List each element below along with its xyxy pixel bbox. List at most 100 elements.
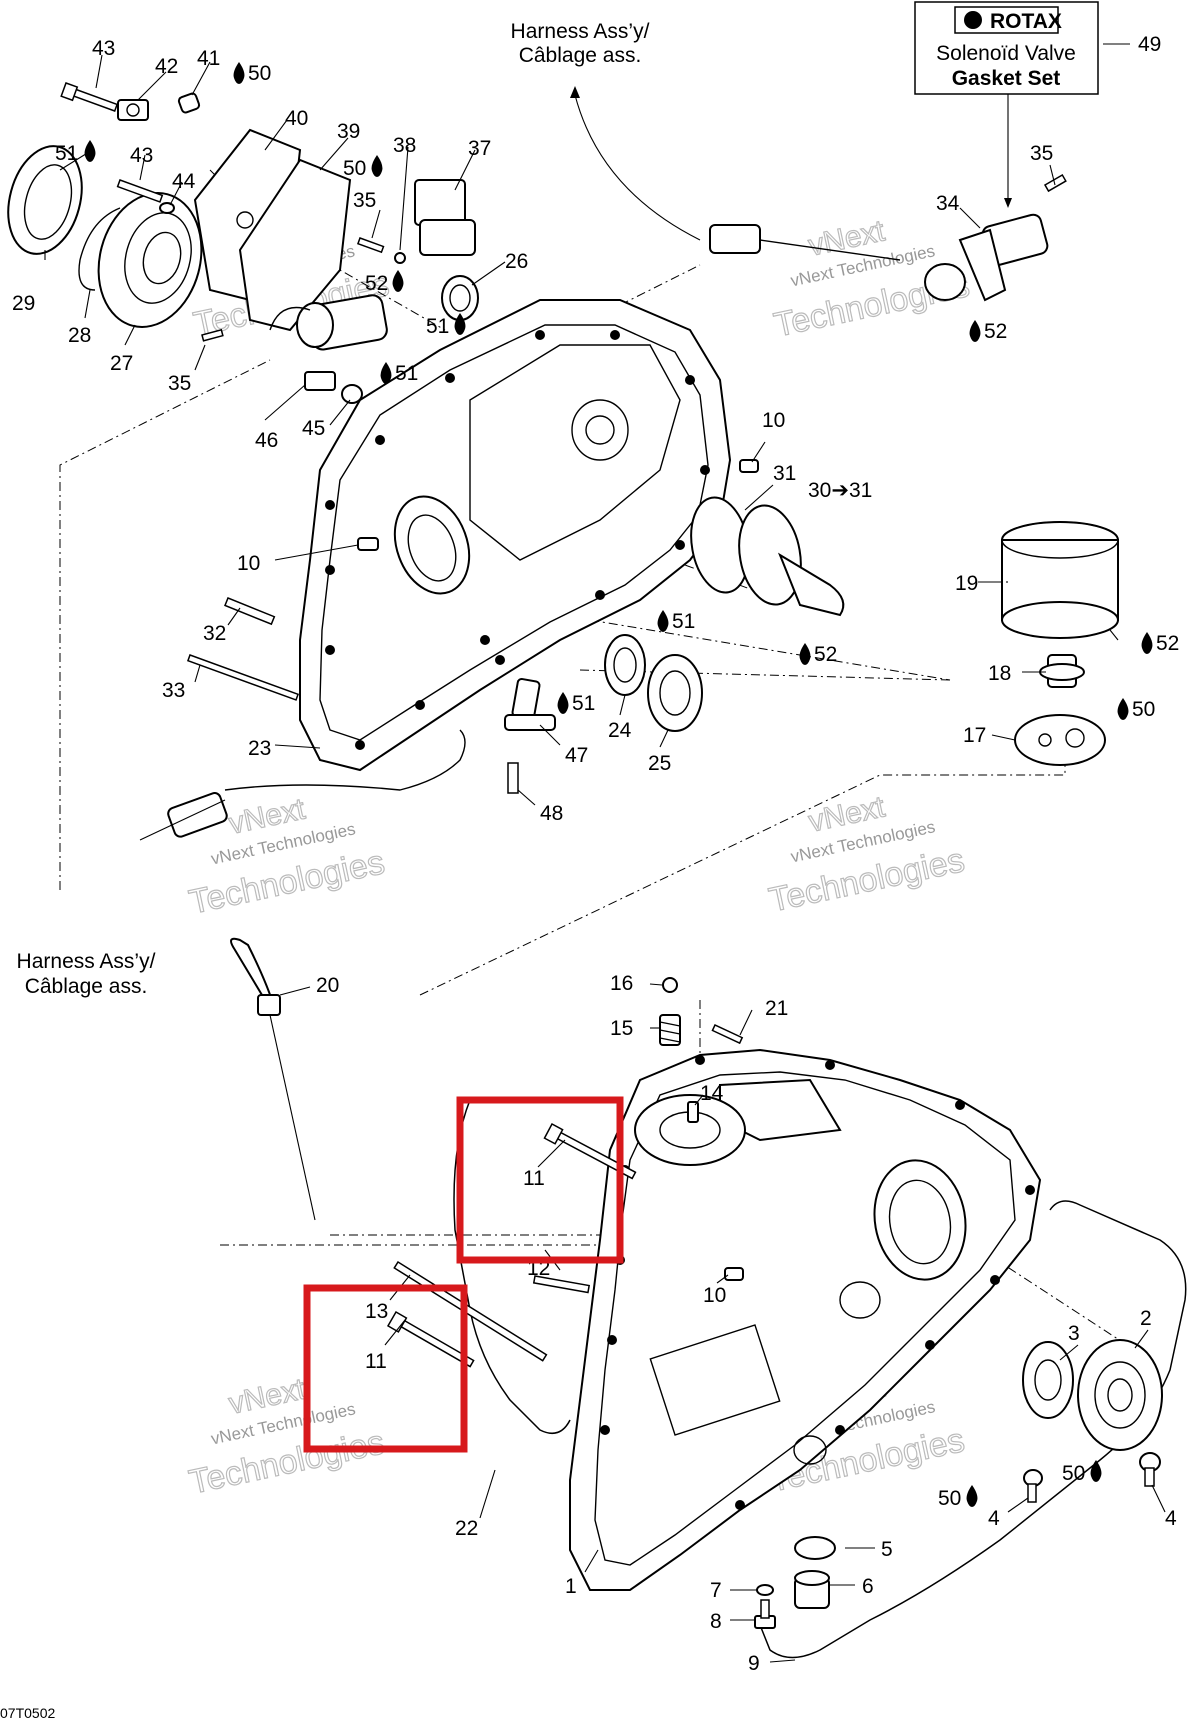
washer-44 xyxy=(159,202,175,214)
svg-text:51: 51 xyxy=(672,610,695,633)
bracket-42 xyxy=(117,99,149,121)
solenoid-34 xyxy=(924,213,1049,302)
svg-text:52: 52 xyxy=(984,320,1007,343)
bolt-11-lower xyxy=(386,1310,475,1368)
oil-drop-icon xyxy=(657,610,669,632)
svg-text:52: 52 xyxy=(365,272,388,295)
kit-line2: Gasket Set xyxy=(952,67,1061,90)
callout-11-lower: 11 xyxy=(365,1350,387,1373)
washer-7 xyxy=(756,1584,774,1596)
callout-30-31: 30➔31 xyxy=(808,479,872,502)
highlight-box-upper xyxy=(456,1096,624,1264)
case-cover-23 xyxy=(299,299,732,772)
callout-8: 8 xyxy=(710,1610,722,1633)
lube-mark-51: 51 xyxy=(380,362,418,385)
callout-31: 31 xyxy=(773,462,796,485)
harness-top-line1: Harness Ass’y/ xyxy=(511,20,650,43)
lube-mark-52: 52 xyxy=(969,320,1007,343)
callout-4-left: 4 xyxy=(988,1507,1000,1530)
bolt-35-left xyxy=(201,328,224,342)
bolt-11-upper xyxy=(543,1122,637,1180)
oil-drop-icon xyxy=(969,320,981,342)
lube-mark-52: 52 xyxy=(365,270,404,295)
oil-drop-icon xyxy=(557,692,569,714)
oil-seal-29 xyxy=(7,145,83,255)
bearing-25 xyxy=(647,654,703,732)
kit-line1: Solenoïd Valve xyxy=(936,42,1076,65)
callout-17: 17 xyxy=(963,724,986,747)
callout-27: 27 xyxy=(110,352,133,375)
svg-text:51: 51 xyxy=(55,142,78,165)
callout-15: 15 xyxy=(610,1017,633,1040)
case-cover-bolt-holes xyxy=(325,330,710,750)
pin-10-top xyxy=(739,459,759,473)
callout-45: 45 xyxy=(302,417,325,440)
oil-drop-icon xyxy=(371,155,383,177)
washer-38 xyxy=(394,252,406,264)
callout-20: 20 xyxy=(316,974,339,997)
highlight-box-lower xyxy=(303,1284,468,1453)
bolt-4-right xyxy=(1139,1452,1161,1487)
lube-mark-51: 51 xyxy=(55,140,96,165)
seal-3 xyxy=(1022,1341,1074,1419)
solenoid-valve xyxy=(269,294,388,351)
lube-mark-50: 50 xyxy=(233,62,271,85)
callout-9: 9 xyxy=(748,1652,760,1675)
leader-lines xyxy=(44,54,1166,1663)
oil-drop-icon xyxy=(799,643,811,665)
oring-5 xyxy=(794,1536,836,1560)
lube-mark-50: 50 xyxy=(343,155,383,180)
oil-drop-icon xyxy=(233,62,245,84)
highlight-boxes xyxy=(303,1096,624,1453)
callout-28: 28 xyxy=(68,324,91,347)
lube-mark-50: 50 xyxy=(1062,1460,1102,1485)
pin-10-mid xyxy=(357,537,379,551)
lube-mark-52: 52 xyxy=(799,643,837,666)
bolt-43-top xyxy=(60,82,119,112)
oil-drop-icon xyxy=(454,313,466,335)
svg-text:52: 52 xyxy=(1156,632,1179,655)
svg-text:51: 51 xyxy=(395,362,418,385)
lube-mark-51: 51 xyxy=(557,692,595,715)
callout-35-right: 35 xyxy=(1030,142,1053,165)
gasket-39 xyxy=(238,158,352,332)
bearing-2 xyxy=(1077,1339,1163,1451)
callout-39: 39 xyxy=(337,120,360,143)
callout-29: 29 xyxy=(12,292,35,315)
oil-drop-icon xyxy=(1117,698,1129,720)
lube-mark-50: 50 xyxy=(938,1485,978,1510)
callout-40: 40 xyxy=(285,107,308,130)
oil-drop-icon xyxy=(1141,632,1153,654)
svg-text:51: 51 xyxy=(572,692,595,715)
oil-drop-icon xyxy=(1090,1460,1102,1482)
callout-35-left: 35 xyxy=(168,372,191,395)
svg-text:52: 52 xyxy=(814,643,837,666)
callout-18: 18 xyxy=(988,662,1011,685)
sensor-37 xyxy=(414,179,476,256)
solenoid-gasket-kit-box: ROTAX Solenoïd Valve Gasket Set xyxy=(914,1,1130,208)
sensor-47 xyxy=(504,678,556,731)
callout-42: 42 xyxy=(155,55,178,78)
svg-text:50: 50 xyxy=(248,62,271,85)
callout-7: 7 xyxy=(710,1579,722,1602)
harness-label-top: Harness Ass’y/ Câblage ass. xyxy=(511,20,650,67)
lube-mark-50: 50 xyxy=(1117,698,1155,721)
callout-49: 49 xyxy=(1138,33,1161,56)
bolt-12 xyxy=(532,1275,591,1294)
pin-10-lower xyxy=(724,1267,744,1281)
sensor-46 xyxy=(304,371,363,404)
callout-35-solenoid: 35 xyxy=(353,189,376,212)
callout-19: 19 xyxy=(955,572,978,595)
bolt-43-mid xyxy=(116,179,164,203)
callout-25: 25 xyxy=(648,752,671,775)
harness-left-line2: Câblage ass. xyxy=(25,975,148,998)
callout-34: 34 xyxy=(936,192,960,215)
callout-43-top: 43 xyxy=(92,37,115,60)
gasket-22 xyxy=(453,1099,571,1435)
bolt-33 xyxy=(186,654,300,701)
lube-mark-52: 52 xyxy=(1141,632,1179,655)
callout-26: 26 xyxy=(505,250,528,273)
callout-43-mid: 43 xyxy=(130,144,153,167)
oil-drop-icon xyxy=(84,140,96,162)
